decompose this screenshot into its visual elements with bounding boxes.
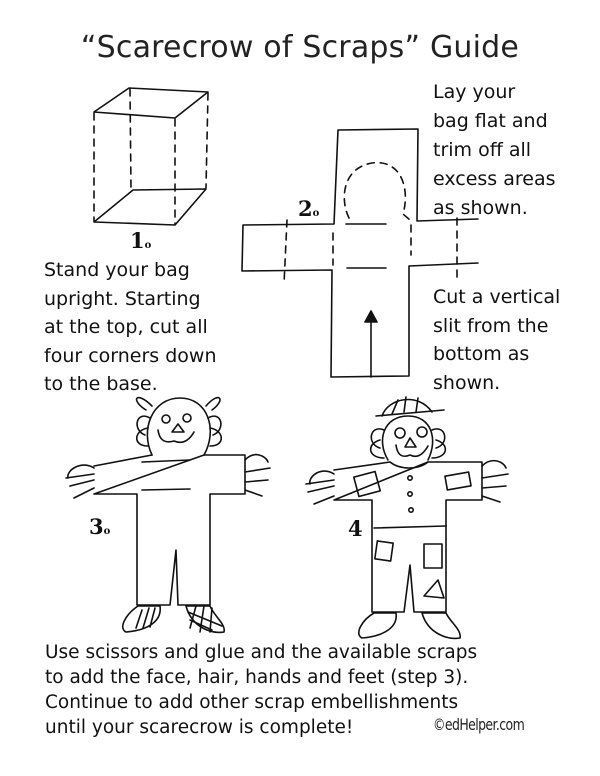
foot-crosshatch bbox=[187, 605, 223, 633]
instruction-line: to add the face, hair, hands and feet (s… bbox=[45, 667, 469, 688]
instruction-line: upright. Starting bbox=[44, 287, 201, 310]
box-corner-cut-line bbox=[205, 92, 209, 189]
scarecrow-hair-left bbox=[369, 428, 385, 459]
scarecrow-hair-right bbox=[431, 428, 447, 459]
instruction-line: excess areas bbox=[433, 168, 556, 190]
step4-scarecrow-illustration bbox=[305, 396, 509, 640]
step-number-1: 1o bbox=[130, 228, 151, 253]
instruction-line: as shown. bbox=[433, 197, 528, 219]
scarecrow-button bbox=[407, 506, 414, 513]
final-instructions: Use scissors and glue and the available … bbox=[45, 640, 477, 740]
scarecrow-body bbox=[333, 461, 483, 613]
sleeve-patch bbox=[444, 471, 472, 491]
waist-line bbox=[141, 488, 191, 491]
scarecrow-eye bbox=[161, 414, 171, 424]
step-number-dot: o bbox=[144, 240, 152, 251]
head-cut-dashed-circle bbox=[343, 162, 411, 221]
step2-instructions: Lay your bag flat and trim off all exces… bbox=[433, 78, 556, 223]
step1-instructions: Stand your bag upright. Starting at the … bbox=[44, 256, 217, 399]
scarecrow-nose bbox=[404, 437, 417, 448]
step-number-dot: o bbox=[312, 208, 320, 219]
scarecrow-foot-left bbox=[122, 605, 161, 633]
step-number-3: 3o bbox=[89, 514, 110, 539]
scarecrow-eye bbox=[416, 426, 428, 438]
instruction-line: at the top, cut all bbox=[44, 316, 208, 338]
box-bottom-edge bbox=[93, 188, 207, 226]
scarecrow-mouth bbox=[395, 444, 429, 458]
step-number-4: 4 bbox=[348, 516, 363, 541]
foot-stripes bbox=[135, 607, 156, 629]
step-number-text: 4 bbox=[348, 516, 363, 541]
step1-box-illustration bbox=[93, 87, 209, 226]
scarecrow-button bbox=[406, 474, 413, 481]
scarecrow-eye bbox=[394, 427, 406, 439]
step-number-dot: o bbox=[103, 526, 111, 537]
scarecrow-foot-right bbox=[421, 612, 461, 640]
scarecrow-foot-left bbox=[358, 612, 397, 639]
instruction-line: trim off all bbox=[433, 139, 532, 161]
instruction-line: Cut a vertical bbox=[433, 286, 561, 308]
instruction-line: shown. bbox=[433, 371, 501, 394]
step-number-text: 3 bbox=[89, 514, 104, 539]
sleeve-patch bbox=[352, 470, 382, 498]
step-number-2: 2o bbox=[298, 196, 319, 221]
scarecrow-head bbox=[146, 397, 212, 456]
instruction-line: until your scarecrow is complete! bbox=[45, 717, 354, 738]
step3-scarecrow-illustration bbox=[65, 396, 271, 634]
instruction-line: four corners down bbox=[44, 344, 217, 367]
arrow-up-icon bbox=[364, 310, 378, 323]
pants-patch-triangle bbox=[423, 579, 445, 599]
instruction-line: Lay your bbox=[433, 81, 516, 103]
scarecrow-hat-crown bbox=[381, 398, 433, 417]
step2-slit-instructions: Cut a vertical slit from the bottom as s… bbox=[433, 283, 560, 397]
scarecrow-button bbox=[406, 490, 413, 497]
box-corner-cut-line bbox=[129, 88, 132, 190]
scarecrow-head bbox=[381, 415, 434, 461]
scarecrow-hand-left bbox=[305, 470, 335, 505]
scarecrow-belt bbox=[373, 525, 447, 529]
scarecrow-hat-brim bbox=[375, 409, 445, 417]
step2-cross-pattern-illustration bbox=[241, 128, 479, 378]
pants-patch bbox=[374, 540, 394, 562]
copyright-notice: ©edHelper.com bbox=[433, 715, 525, 734]
scarecrow-body bbox=[93, 454, 246, 606]
hat-stripes bbox=[391, 396, 419, 415]
step-number-text: 2 bbox=[298, 196, 313, 221]
box-top-edge bbox=[93, 87, 209, 119]
scarecrow-hand-right bbox=[481, 459, 509, 503]
scarecrow-hand-right bbox=[244, 453, 271, 497]
instruction-line: Continue to add other scrap embellishmen… bbox=[45, 692, 459, 713]
scarecrow-nose bbox=[171, 423, 185, 433]
pants-patch bbox=[423, 543, 443, 569]
instruction-line: to the base. bbox=[44, 373, 158, 395]
scarecrow-eye bbox=[182, 413, 192, 423]
neck-line bbox=[141, 459, 191, 463]
instruction-line: Use scissors and glue and the available … bbox=[45, 642, 478, 663]
instruction-line: bottom as bbox=[433, 343, 530, 365]
scarecrow-hair-left bbox=[135, 396, 153, 447]
scarecrow-mouth bbox=[157, 429, 195, 444]
instruction-line: bag flat and bbox=[433, 110, 548, 132]
scarecrow-hair-right bbox=[205, 396, 223, 447]
scarecrow-hand-left bbox=[65, 464, 95, 499]
page-title: “Scarecrow of Scraps” Guide bbox=[80, 30, 520, 65]
instruction-line: slit from the bbox=[433, 314, 549, 337]
step-number-text: 1 bbox=[130, 228, 145, 253]
fold-line bbox=[283, 219, 288, 285]
instruction-line: Stand your bag bbox=[44, 259, 190, 281]
